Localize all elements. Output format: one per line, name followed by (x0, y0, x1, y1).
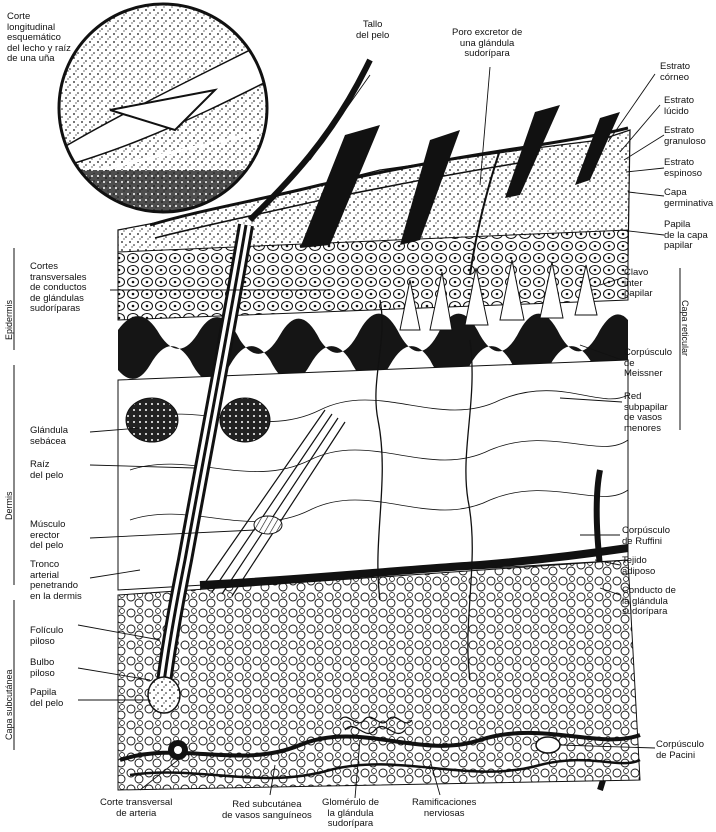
nail-inset (59, 4, 270, 214)
label-sweat-glomerulus: Glomérulo de la glándula sudorípara (322, 798, 379, 830)
label-hair-shaft: Tallo del pelo (356, 20, 389, 41)
label-germinative-layer: Capa germinativa (664, 188, 713, 209)
label-interpapillary-peg: Clavo inter papilar (624, 268, 653, 300)
label-hair-follicle: Folículo piloso (30, 626, 63, 647)
label-pacini-corpuscle: Corpúsculo de Pacini (656, 740, 704, 761)
label-meissner-corpuscle: Corpúsculo de Meissner (624, 348, 672, 380)
label-stratum-granulosum: Estrato granuloso (664, 126, 706, 147)
label-stratum-spinosum: Estrato espinoso (664, 158, 702, 179)
label-arterial-trunk: Tronco arterial penetrando en la dermis (30, 560, 82, 602)
label-papillary-papilla: Papila de la capa papilar (664, 220, 708, 252)
label-hair-bulb: Bulbo piloso (30, 658, 55, 679)
label-sweat-pore: Poro excretor de una glándula sudorípara (452, 28, 522, 60)
region-dermis: Dermis (4, 492, 14, 521)
label-nerve-branches: Ramificaciones nerviosas (412, 798, 476, 819)
region-reticular: Capa reticular (680, 300, 690, 356)
pacini-corpuscle (536, 737, 560, 753)
label-hair-papilla: Papila del pelo (30, 688, 63, 709)
label-ruffini-corpuscle: Corpúsculo de Ruffini (622, 526, 670, 547)
label-adipose-tissue: Tejido adiposo (622, 556, 655, 577)
label-subpapillary-network: Red subpapilar de vasos menores (624, 392, 668, 434)
label-artery-section: Corte transversal de arteria (100, 798, 172, 819)
label-arrector-muscle: Músculo erector del pelo (30, 520, 65, 552)
region-epidermis: Epidermis (4, 300, 14, 340)
label-duct-cross-sections: Cortes transversales de conductos de glá… (30, 262, 87, 315)
region-subcutaneous: Capa subcutánea (4, 669, 14, 740)
label-subcutaneous-network: Red subcutánea de vasos sanguíneos (222, 800, 312, 821)
label-stratum-corneum: Estrato córneo (660, 62, 690, 83)
label-nail-inset: Corte longitudinal esquemático del lecho… (7, 12, 71, 65)
label-sweat-duct: Conducto de la glándula sudorípara (622, 586, 676, 618)
label-sebaceous-gland: Glándula sebácea (30, 426, 68, 447)
label-stratum-lucidum: Estrato lúcido (664, 96, 694, 117)
label-hair-root: Raíz del pelo (30, 460, 63, 481)
